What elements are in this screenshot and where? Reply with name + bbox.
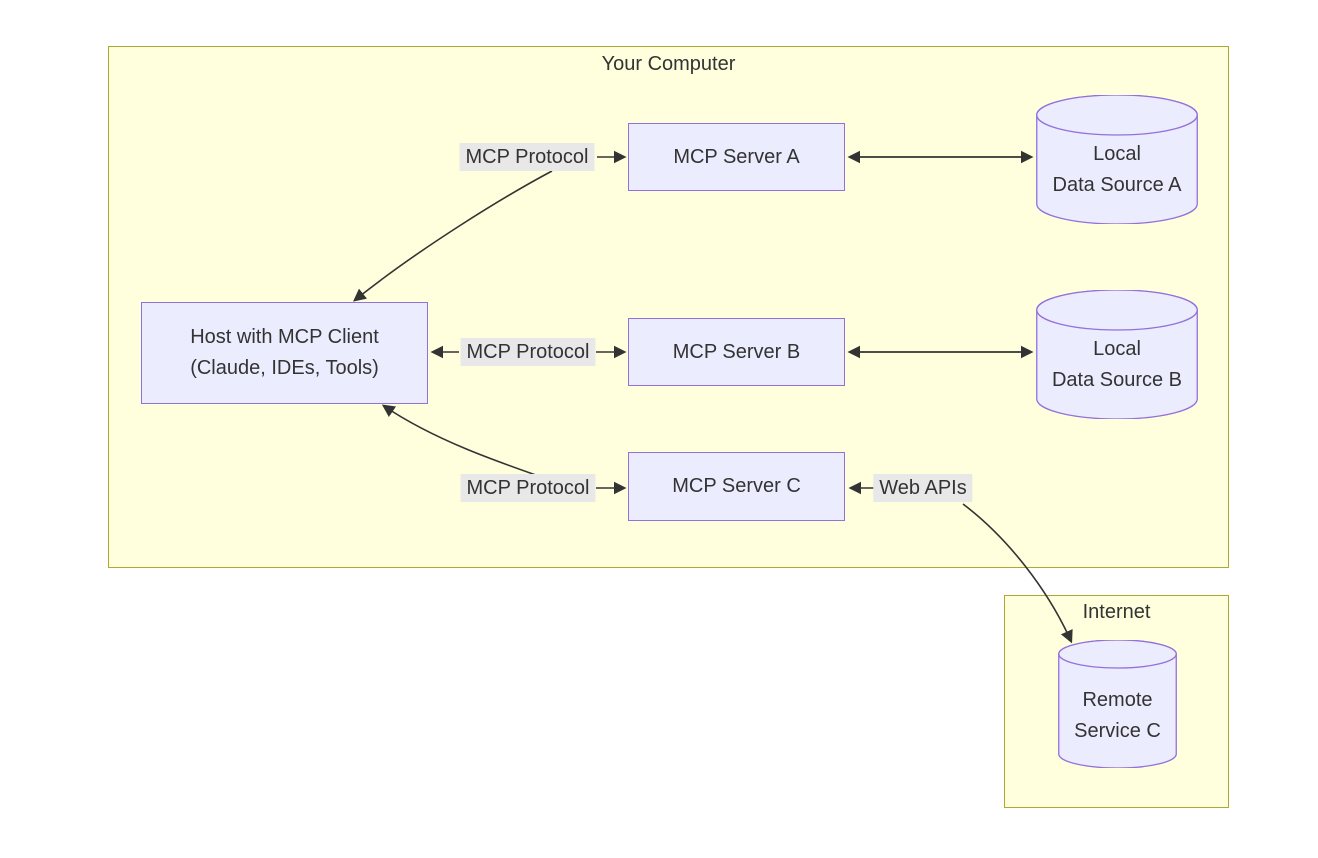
node-mcp-server-c: MCP Server C [628, 452, 845, 521]
data-a-line2: Data Source A [1052, 174, 1182, 196]
node-mcp-server-c-label: MCP Server C [672, 475, 801, 497]
node-local-data-source-b: Local Data Source B [1036, 290, 1198, 419]
edge-host-server-a-curve [353, 170, 553, 302]
edge-label-mcp-protocol-a: MCP Protocol [459, 143, 595, 171]
node-host: Host with MCP Client (Claude, IDEs, Tool… [141, 302, 428, 404]
node-mcp-server-b-label: MCP Server B [672, 340, 801, 363]
database-cylinder-icon [1036, 290, 1198, 419]
node-mcp-server-a-label: MCP Server A [673, 145, 800, 168]
node-local-data-source-a-label: Local Data Source A [1036, 139, 1198, 201]
data-b-line1: Local [1093, 338, 1141, 360]
edge-label-mcp-protocol-b: MCP Protocol [460, 338, 596, 366]
node-remote-service-c: Remote Service C [1058, 640, 1177, 768]
node-local-data-source-b-label: Local Data Source B [1036, 334, 1198, 396]
node-mcp-server-a: MCP Server A [628, 123, 845, 191]
edge-host-server-c-curve [381, 404, 554, 482]
data-a-line1: Local [1093, 143, 1141, 165]
node-host-line2: (Claude, IDEs, Tools) [190, 357, 379, 379]
edge-label-web-apis: Web APIs [873, 474, 973, 502]
remote-c-line1: Remote [1082, 689, 1153, 711]
edge-webapis-to-remote-c-curve [962, 503, 1073, 644]
data-b-line2: Data Source B [1051, 369, 1183, 391]
node-local-data-source-a: Local Data Source A [1036, 95, 1198, 224]
edge-label-mcp-protocol-c: MCP Protocol [460, 474, 596, 502]
database-cylinder-icon [1036, 95, 1198, 224]
node-remote-service-c-label: Remote Service C [1058, 685, 1177, 747]
node-host-line1: Host with MCP Client [190, 326, 379, 348]
cluster-title-internet: Internet [1082, 601, 1151, 623]
database-cylinder-icon [1058, 640, 1177, 768]
remote-c-line2: Service C [1074, 720, 1161, 742]
node-mcp-server-b: MCP Server B [628, 318, 845, 386]
cluster-title-your-computer: Your Computer [601, 53, 736, 75]
